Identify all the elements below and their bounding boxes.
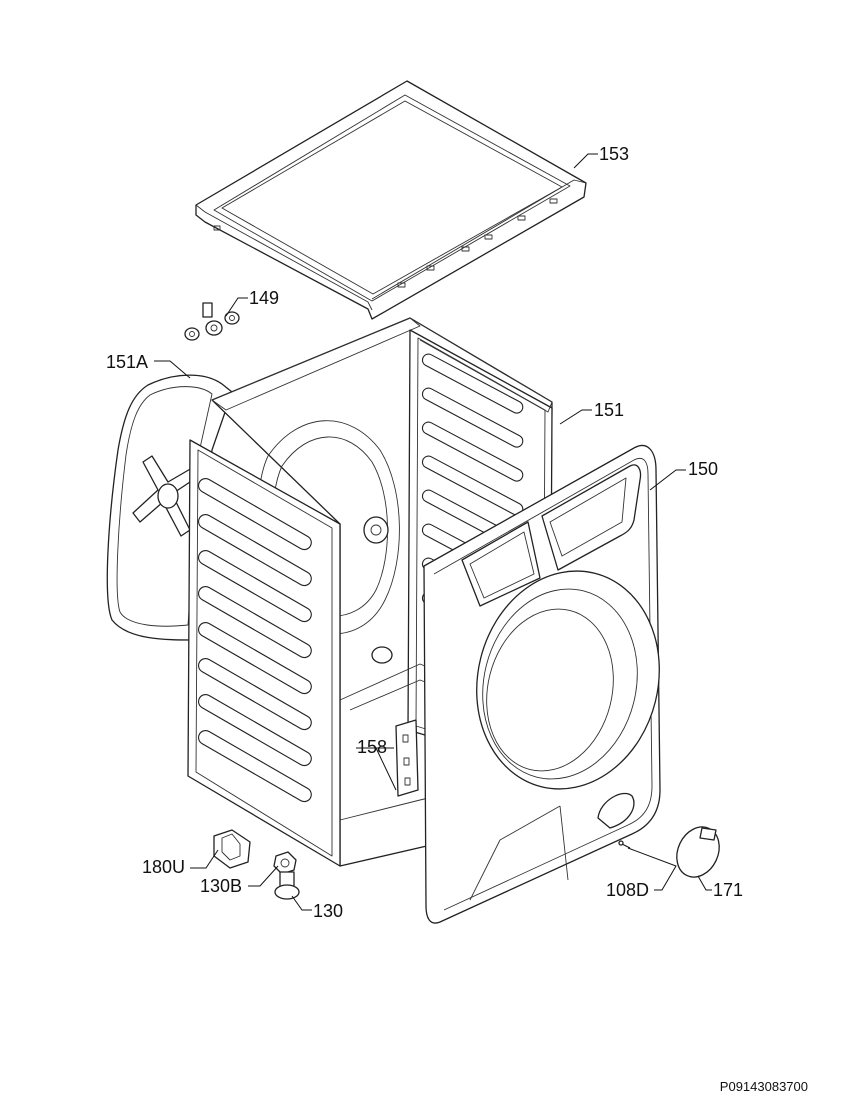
leader-151 (559, 409, 592, 425)
leader-149 (225, 297, 248, 317)
leader-158 (356, 747, 397, 791)
label-180U: 180U (142, 857, 185, 877)
leader-150 (649, 469, 686, 491)
leader-180U (190, 849, 219, 869)
service-hatch-cover-part (676, 826, 720, 878)
screw-part (618, 840, 631, 849)
leader-151A (154, 360, 191, 379)
label-150: 150 (688, 459, 718, 479)
top-cover-part (195, 80, 587, 320)
leader-153 (573, 153, 598, 169)
adjustable-foot-part (274, 871, 300, 900)
leader-130B (248, 865, 279, 887)
label-130: 130 (313, 901, 343, 921)
foot-nut-part (273, 851, 297, 875)
label-151: 151 (594, 400, 624, 420)
label-149: 149 (249, 288, 279, 308)
front-panel-part (423, 444, 661, 924)
reference-code: P09143083700 (720, 1079, 808, 1094)
left-panel-vents (198, 478, 312, 803)
bracket-part (395, 719, 419, 797)
label-151A: 151A (106, 352, 148, 372)
leader-lines (154, 153, 712, 911)
label-158: 158 (357, 737, 387, 757)
label-153: 153 (599, 144, 629, 164)
foot-bracket-part (213, 829, 251, 869)
label-130B: 130B (200, 876, 242, 896)
label-108D: 108D (606, 880, 649, 900)
leader-108D (627, 847, 677, 891)
leader-171 (697, 875, 712, 891)
leader-130 (291, 895, 312, 911)
label-171: 171 (713, 880, 743, 900)
hardware-kit-part (184, 302, 240, 341)
